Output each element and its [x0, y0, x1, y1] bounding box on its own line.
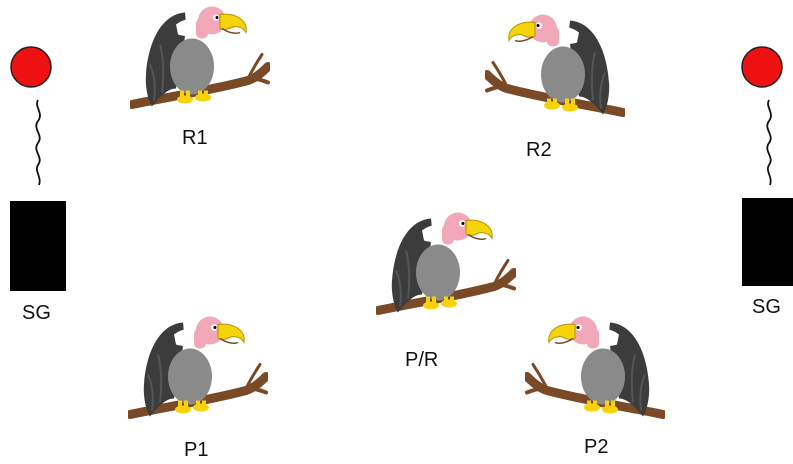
- vulture-p1-icon: [128, 312, 268, 437]
- balloon-right-icon: [739, 45, 785, 190]
- vulture-label-r1: R1: [182, 127, 208, 149]
- vulture-label-r2: R2: [526, 139, 552, 161]
- vulture-p2-icon: [525, 312, 665, 437]
- sg-box-right: [742, 198, 793, 286]
- balloon-left-icon: [8, 45, 54, 190]
- sg-label-right: SG: [752, 296, 781, 318]
- vulture-r1-icon: [130, 2, 270, 127]
- vulture-label-pr: P/R: [405, 349, 439, 371]
- sg-label-left: SG: [22, 302, 51, 324]
- vulture-pr-icon: [376, 208, 516, 333]
- vulture-label-p2: P2: [584, 436, 609, 458]
- vulture-r2-icon: [485, 10, 625, 135]
- vulture-label-p1: P1: [184, 439, 209, 461]
- sg-box-left: [10, 201, 66, 291]
